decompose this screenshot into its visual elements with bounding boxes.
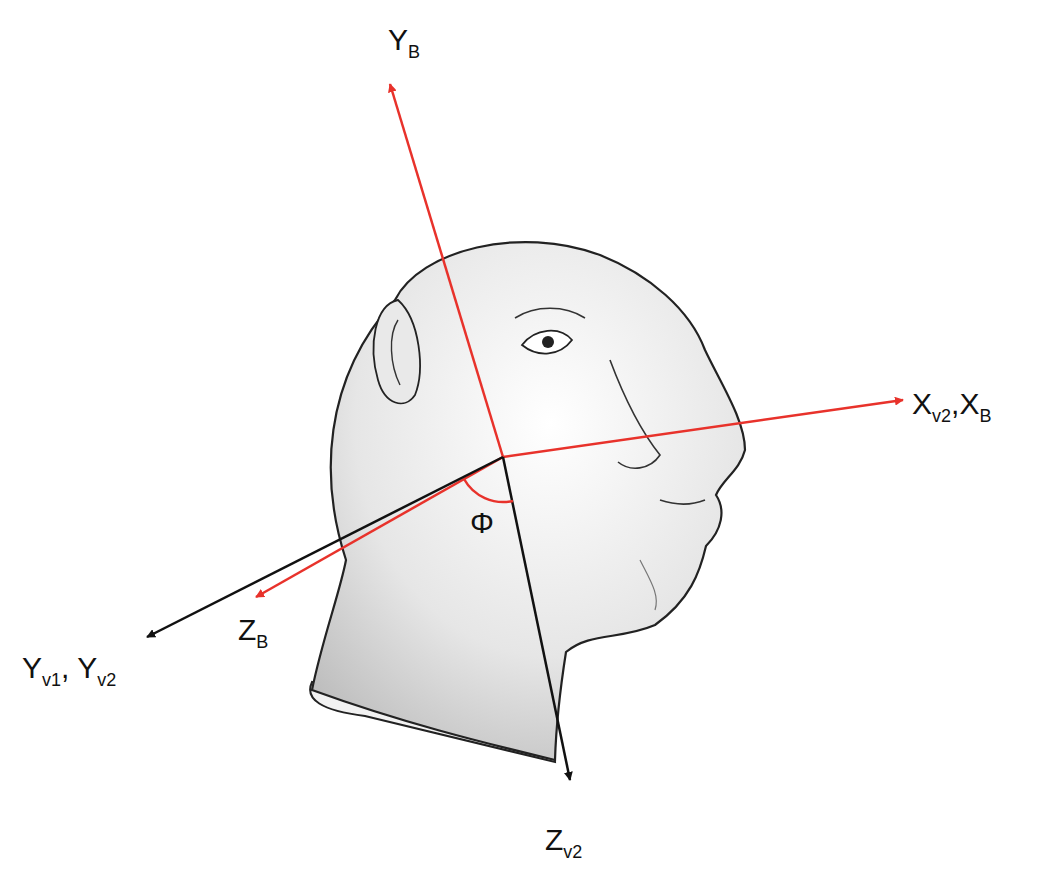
axis-subscript: B bbox=[408, 42, 420, 62]
axis-letter: Y bbox=[22, 651, 42, 684]
axis-letter: Y bbox=[77, 651, 97, 684]
pupil bbox=[542, 336, 554, 348]
nose bbox=[610, 360, 660, 468]
separator: , bbox=[951, 387, 959, 420]
ear bbox=[374, 300, 420, 403]
eye bbox=[522, 331, 572, 354]
axis-letter: X bbox=[959, 387, 979, 420]
axis-label: Zv2 bbox=[545, 822, 582, 858]
axis-letter: Φ bbox=[470, 506, 494, 539]
axis-subscript: v1 bbox=[42, 670, 61, 690]
chin-shade bbox=[640, 560, 656, 610]
ear-detail bbox=[391, 320, 400, 385]
axis-subscript: B bbox=[256, 632, 268, 652]
axis-zv2 bbox=[503, 457, 570, 780]
axis-zb bbox=[256, 457, 503, 597]
axis-yb bbox=[390, 84, 503, 457]
axis-label: Yv1, Yv2 bbox=[22, 650, 116, 686]
axis-yv bbox=[147, 457, 503, 637]
axis-x bbox=[503, 400, 903, 457]
mouth bbox=[660, 500, 705, 504]
axis-subscript: B bbox=[979, 406, 991, 426]
axis-subscript: v2 bbox=[563, 842, 582, 862]
axis-letter: Z bbox=[545, 823, 563, 856]
axis-letter: X bbox=[912, 387, 932, 420]
axis-letter: Y bbox=[388, 23, 408, 56]
axis-label: ZB bbox=[238, 612, 268, 648]
head-outline bbox=[312, 242, 745, 760]
axis-label: YB bbox=[388, 22, 420, 58]
axis-label: Xv2,XB bbox=[912, 386, 991, 422]
axis-letter: Z bbox=[238, 613, 256, 646]
angle-arc bbox=[464, 479, 513, 502]
axis-subscript: v2 bbox=[97, 670, 116, 690]
separator: , bbox=[61, 651, 77, 684]
brow bbox=[515, 308, 585, 318]
axis-subscript: v2 bbox=[932, 406, 951, 426]
axis-label: Φ bbox=[470, 505, 494, 541]
